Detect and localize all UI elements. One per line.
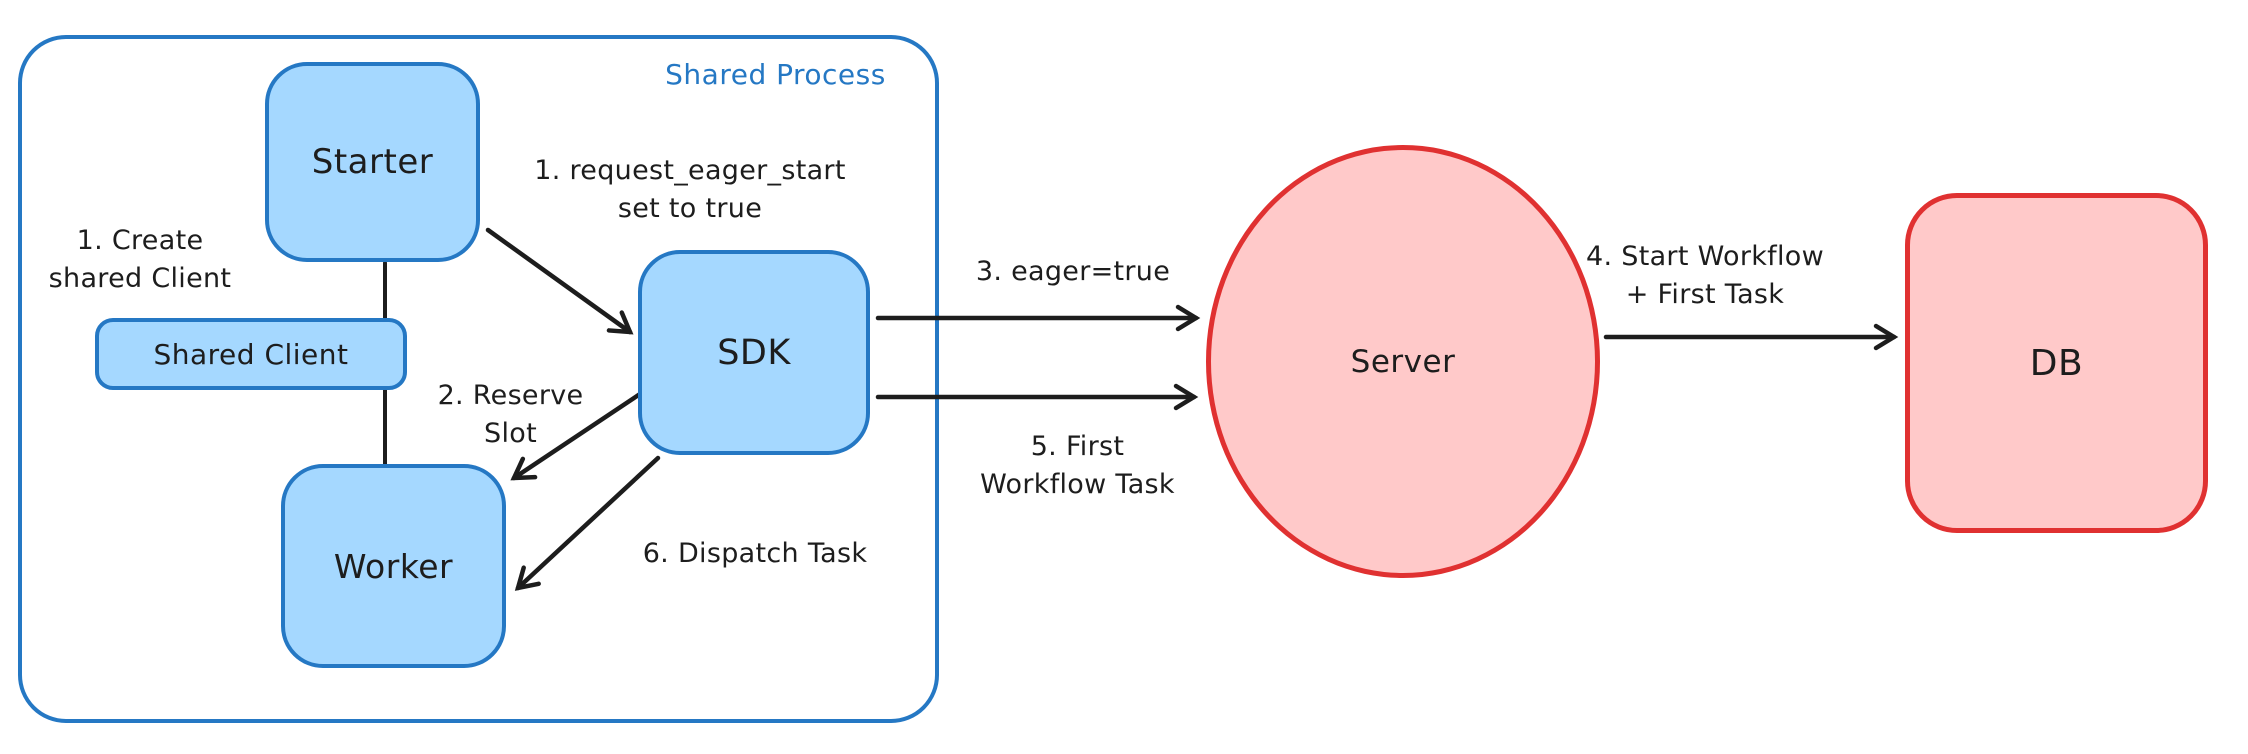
shared-client-node: Shared Client [95,318,407,390]
annotation-eager-true: 3. eager=true [975,256,1171,287]
edge-starter-to-sdk [485,227,634,335]
sdk-node: SDK [638,250,870,455]
annotation-dispatch-task: 6. Dispatch Task [642,538,868,569]
worker-node: Worker [281,464,506,668]
starter-label: Starter [311,142,434,182]
sdk-label: SDK [717,332,791,373]
shared-process-title: Shared Process [665,58,886,91]
starter-node: Starter [265,62,480,262]
db-label: DB [2029,342,2084,384]
shared-client-label: Shared Client [153,337,349,371]
annotation-first-workflow-task: 5. First Workflow Task [980,431,1175,501]
server-label: Server [1350,343,1456,380]
server-node: Server [1206,145,1600,578]
shared-process-container [18,35,939,723]
worker-label: Worker [333,546,454,586]
edge-sdk-to-worker-reserve [510,389,646,481]
db-node: DB [1905,193,2208,533]
annotation-create-shared-client: 1. Create shared Client [48,225,232,295]
annotation-start-workflow-first-task: 4. Start Workflow + First Task [1586,241,1824,311]
edge-sdk-to-worker-dispatch [514,455,661,591]
annotation-request-eager-start: 1. request_eager_start set to true [534,155,846,225]
annotation-reserve-slot: 2. Reserve Slot [437,380,584,450]
